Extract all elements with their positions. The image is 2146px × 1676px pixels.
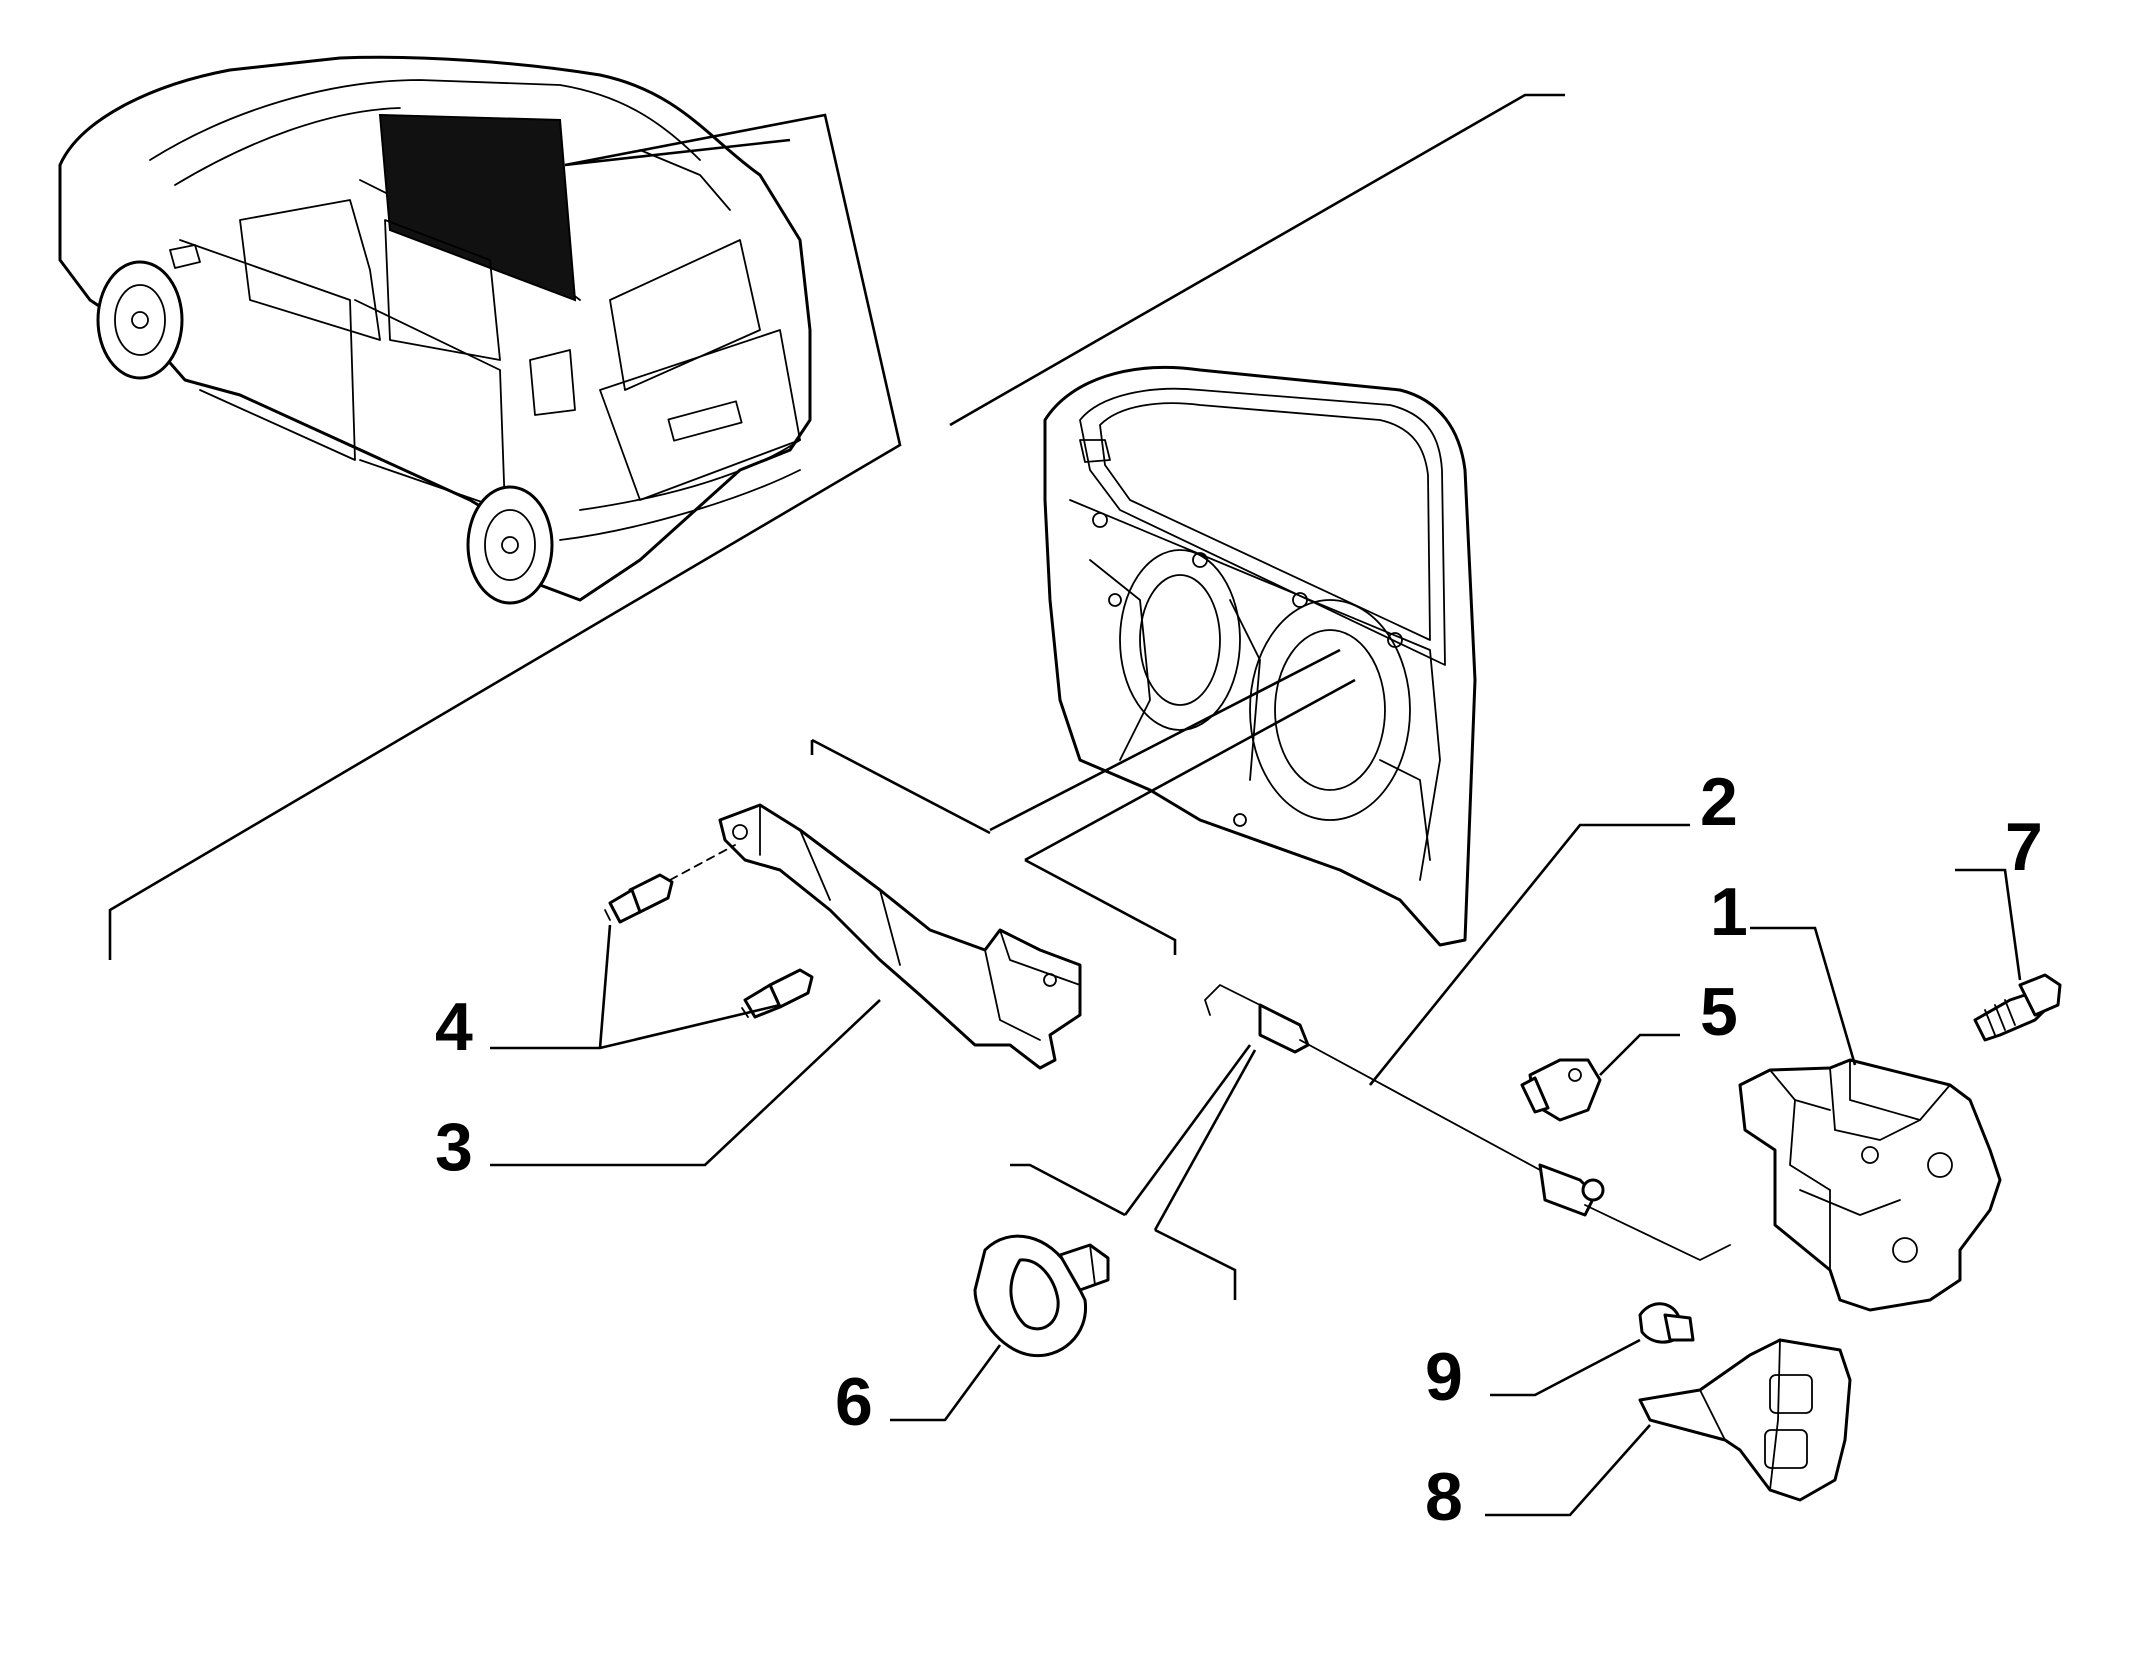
- vehicle-overview-illustration: [58, 55, 812, 605]
- group-bracket-top: [811, 738, 991, 835]
- callout-9: 9: [1425, 1339, 1463, 1415]
- leader-9: [1490, 1338, 1641, 1397]
- callout-2: 2: [1700, 764, 1738, 840]
- part-4-rivet-upper: [604, 873, 674, 924]
- leader-6: [890, 1344, 1002, 1422]
- door-inner-panel-illustration: [1043, 366, 1477, 947]
- part-9-screw: [1638, 1302, 1695, 1344]
- part-6-grommet: [973, 1234, 1110, 1358]
- callout-4: 4: [435, 989, 473, 1065]
- part-4-rivet-lower: [741, 968, 814, 1019]
- callout-5: 5: [1700, 974, 1738, 1050]
- leader-8: [1485, 1424, 1651, 1517]
- rear-wheel-icon: [466, 485, 554, 605]
- door-view-bracket: [949, 93, 1565, 427]
- part-1-door-lock: [1738, 1058, 2002, 1312]
- callout-1: 1: [1710, 874, 1748, 950]
- part-2-lock-rod: [1204, 984, 1731, 1261]
- callout-6: 6: [835, 1364, 873, 1440]
- leader-1: [1750, 926, 1857, 1066]
- part-5-clip: [1520, 1058, 1602, 1122]
- sunroof-panel: [378, 113, 577, 302]
- leader-7: [1955, 868, 2022, 981]
- callout-8: 8: [1425, 1459, 1463, 1535]
- part-8-door-striker: [1638, 1338, 1852, 1502]
- part-7-screw: [1973, 973, 2062, 1042]
- callout-7: 7: [2005, 809, 2043, 885]
- group-bracket-bottom: [1010, 1163, 1126, 1217]
- leader-5: [1599, 1033, 1680, 1076]
- leader-3: [490, 999, 881, 1167]
- leader-2: [1368, 823, 1690, 1086]
- vehicle-view-bracket: [108, 113, 902, 960]
- part-3-door-bracket: [718, 803, 1082, 1070]
- front-wheel-icon: [96, 260, 184, 380]
- leader-4: [490, 1003, 781, 1050]
- callout-3: 3: [435, 1109, 473, 1185]
